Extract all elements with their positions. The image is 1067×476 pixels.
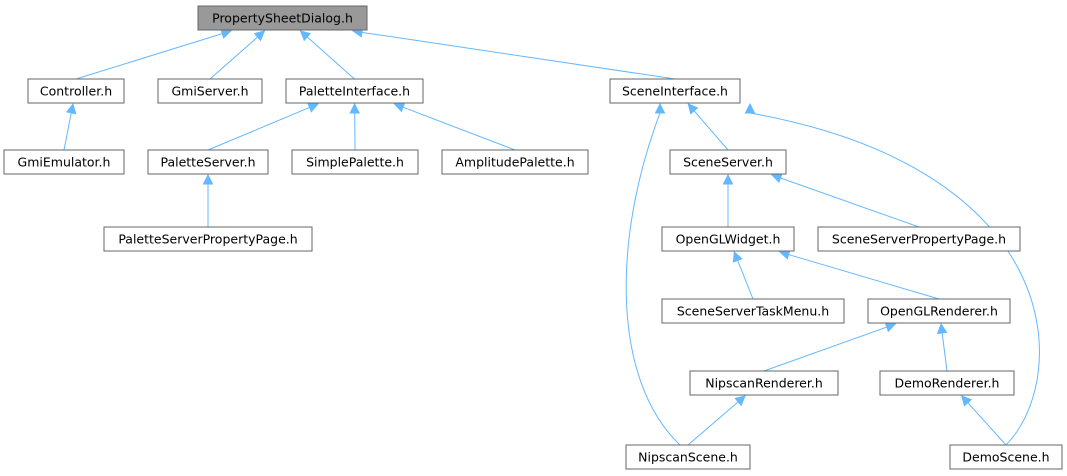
node-nipscanrenderer-h[interactable]: NipscanRenderer.h (689, 370, 839, 396)
edge-line (209, 36, 258, 80)
edge-nipscan-scene-to-scene-interface (625, 102, 681, 446)
arrowhead (253, 30, 266, 42)
edge-scene-server-to-scene-interface (687, 103, 729, 151)
edge-line (941, 332, 948, 372)
node-propertysheetdialog-h[interactable]: PropertySheetDialog.h (197, 5, 368, 31)
node-label: OpenGLWidget.h (676, 232, 781, 247)
node-label: DemoRenderer.h (895, 376, 1000, 391)
edge-line (75, 33, 223, 80)
node-demoscene-h[interactable]: DemoScene.h (949, 444, 1063, 470)
node-paletteinterface-h[interactable]: PaletteInterface.h (285, 78, 424, 104)
node-label: AmplitudePalette.h (455, 155, 574, 170)
arrowhead (732, 250, 743, 263)
arrowhead (299, 30, 312, 42)
node-label: SimplePalette.h (306, 155, 404, 170)
edge-line (306, 36, 355, 80)
edge-demo-scene-to-demo-renderer (961, 395, 1007, 446)
arrowhead (936, 322, 948, 335)
arrowhead (744, 102, 756, 114)
arrowhead (220, 28, 232, 39)
node-demorenderer-h[interactable]: DemoRenderer.h (879, 370, 1015, 396)
node-label: Controller.h (40, 84, 112, 99)
node-label: GmiEmulator.h (18, 155, 111, 170)
edge-gmi-emulator-to-controller (63, 102, 77, 151)
edge-line (780, 177, 920, 228)
edge-line (625, 112, 681, 446)
node-label: GmiServer.h (171, 84, 248, 99)
edge-opengl-widget-to-scene-server (722, 173, 734, 227)
arrowhead (687, 103, 699, 115)
arrowhead (307, 102, 319, 113)
edge-demo-scene-to-scene-interface (744, 102, 1040, 446)
node-label: SceneServerPropertyPage.h (832, 232, 1006, 247)
edge-line (967, 402, 1007, 446)
edge-line (763, 326, 887, 372)
edge-controller-to-root (75, 28, 232, 80)
edge-gmi-server-to-root (209, 30, 266, 80)
node-sceneserverpropertypage-h[interactable]: SceneServerPropertyPage.h (817, 226, 1021, 252)
edge-palette-server-to-palette-interface (207, 102, 319, 151)
node-label: OpenGLRenderer.h (880, 304, 998, 319)
node-label: SceneServer.h (683, 155, 773, 170)
arrowhead (393, 102, 406, 113)
arrowhead (884, 322, 897, 333)
node-paletteserverpropertypage-h[interactable]: PaletteServerPropertyPage.h (103, 226, 313, 252)
node-label: PropertySheetDialog.h (212, 11, 353, 26)
arrowhead (202, 173, 214, 185)
node-sceneservertaskmenu-h[interactable]: SceneServerTaskMenu.h (661, 298, 845, 324)
edge-line (749, 112, 1040, 446)
edge-line (693, 110, 729, 151)
edge-scene-interface-to-root (351, 27, 676, 80)
node-openglwidget-h[interactable]: OpenGLWidget.h (661, 226, 795, 252)
node-sceneserver-h[interactable]: SceneServer.h (669, 149, 787, 175)
edge-demo-renderer-to-opengl-renderer (936, 322, 948, 372)
edge-simple-palette-to-palette-interface (349, 102, 361, 151)
edge-line (207, 107, 310, 151)
edge-line (361, 31, 676, 80)
edge-palette-server-property-page-to-palette-server (202, 173, 214, 227)
node-gmiemulator-h[interactable]: GmiEmulator.h (3, 149, 125, 175)
node-label: PaletteServerPropertyPage.h (118, 232, 297, 247)
edges-layer (63, 27, 1040, 446)
node-label: PaletteServer.h (160, 155, 255, 170)
edge-nipscan-scene-to-nipscan-renderer (687, 395, 746, 446)
nodes-layer: PropertySheetDialog.h Controller.h GmiSe… (3, 5, 1063, 470)
edge-palette-interface-to-root (299, 30, 355, 80)
arrowhead (734, 395, 746, 407)
arrowhead (722, 173, 734, 185)
edge-line (402, 106, 516, 151)
node-label: SceneServerTaskMenu.h (677, 304, 829, 319)
node-paletteserver-h[interactable]: PaletteServer.h (147, 149, 269, 175)
node-nipscanscene-h[interactable]: NipscanScene.h (625, 444, 751, 470)
node-label: NipscanRenderer.h (705, 376, 823, 391)
node-gmiserver-h[interactable]: GmiServer.h (157, 78, 263, 104)
arrowhead (654, 102, 666, 114)
node-amplitudepalette-h[interactable]: AmplitudePalette.h (441, 149, 589, 175)
node-label: DemoScene.h (962, 450, 1049, 465)
edge-line (687, 401, 739, 446)
edge-line (788, 254, 940, 300)
arrowhead (770, 173, 783, 184)
node-controller-h[interactable]: Controller.h (27, 78, 125, 104)
edge-line (63, 112, 72, 151)
arrowhead (65, 102, 77, 115)
node-sceneinterface-h[interactable]: SceneInterface.h (609, 78, 741, 104)
arrowhead (349, 102, 361, 114)
edge-opengl-renderer-to-opengl-widget (778, 249, 940, 300)
node-label: PaletteInterface.h (299, 84, 410, 99)
node-openglrenderer-h[interactable]: OpenGLRenderer.h (867, 298, 1011, 324)
node-label: SceneInterface.h (622, 84, 728, 99)
node-simplepalette-h[interactable]: SimplePalette.h (291, 149, 419, 175)
arrowhead (778, 249, 791, 260)
edge-nipscan-renderer-to-opengl-renderer (763, 322, 897, 372)
arrowhead (961, 395, 973, 407)
edge-scene-server-property-page-to-scene-server (770, 173, 920, 228)
edge-amplitude-palette-to-palette-interface (393, 102, 516, 151)
edge-scene-server-task-menu-to-opengl-widget (732, 250, 754, 300)
node-label: NipscanScene.h (638, 450, 738, 465)
edge-line (737, 260, 754, 300)
